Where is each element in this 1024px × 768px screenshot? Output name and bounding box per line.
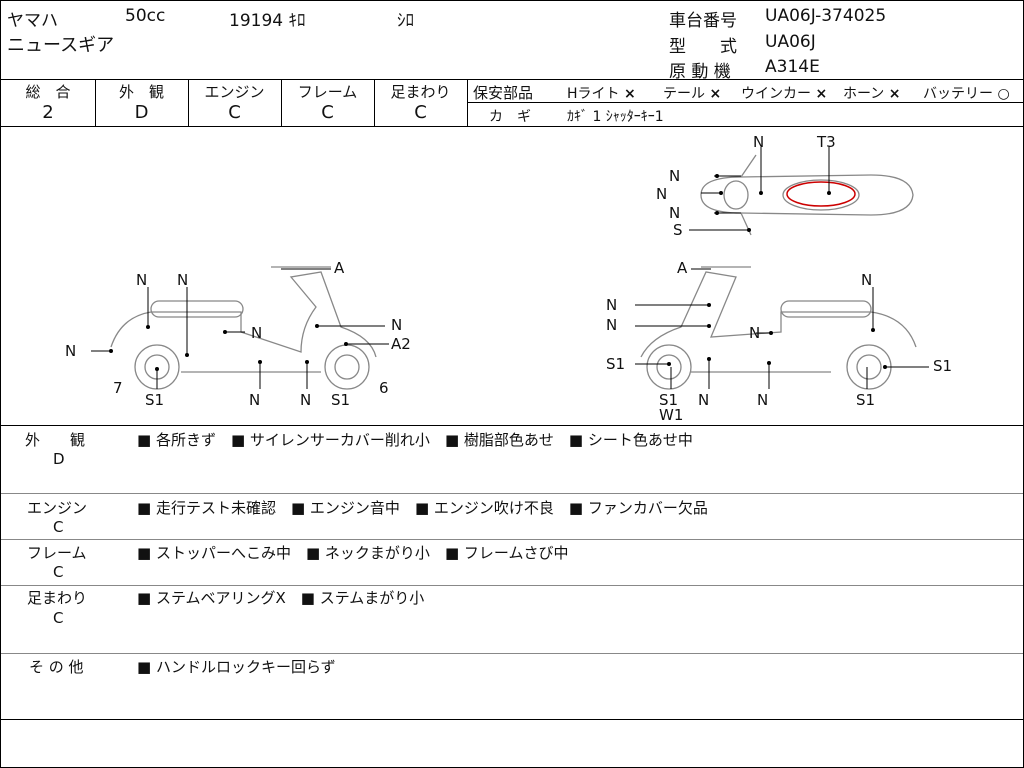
label-w1: W1 [659, 406, 683, 424]
label-s1: S1 [856, 391, 875, 409]
note-items: ■ 各所きず ■ サイレンサーカバー削れ小 ■ 樹脂部色あせ ■ シート色あせ中 [137, 431, 693, 449]
note-category: 外 観 [25, 431, 86, 449]
overall-label: 総 合 [25, 83, 71, 101]
label-6: 6 [379, 379, 389, 397]
displacement: 50cc [125, 6, 166, 26]
divider [1, 719, 1023, 720]
note-grade: C [53, 609, 64, 627]
divider [1, 493, 1023, 494]
suspension-grade: C [414, 102, 427, 123]
divider [188, 79, 189, 127]
suspension-grade-label: 足まわり [390, 83, 451, 101]
mileage: 19194 ｷﾛ [229, 11, 306, 31]
safety-item: テール × [663, 86, 722, 102]
label-n: N [656, 185, 667, 203]
divider [281, 79, 282, 127]
engine-grade-label: エンジン [204, 83, 265, 101]
label-n: N [753, 133, 764, 151]
label-s1: S1 [145, 391, 164, 409]
divider [1, 79, 1023, 80]
type-label: 型 式 [669, 37, 737, 57]
label-s: S [673, 221, 683, 239]
frame-no: UA06J-374025 [765, 6, 887, 26]
divider [95, 79, 96, 127]
type-value: UA06J [765, 32, 816, 52]
label-n: N [606, 296, 617, 314]
color: ｼﾛ [397, 11, 414, 31]
label-a: A [677, 259, 688, 277]
label-s1: S1 [933, 357, 952, 375]
label-s1: S1 [606, 355, 625, 373]
divider [1, 539, 1023, 540]
note-category: そ の 他 [29, 658, 84, 676]
note-items: ■ ストッパーへこみ中 ■ ネックまがり小 ■ フレームさび中 [137, 544, 569, 562]
label-s1: S1 [331, 391, 350, 409]
key-value: ｶｷﾞ 1 ｼｬｯﾀｰｷｰ1 [567, 109, 664, 125]
label-n: N [669, 204, 680, 222]
note-category: エンジン [27, 499, 88, 517]
divider [1, 585, 1023, 586]
label-n: N [65, 342, 76, 360]
label-n: N [177, 271, 188, 289]
key-label: カ ギ [489, 109, 531, 125]
label-a2: A2 [391, 335, 411, 353]
frame-grade-label: フレーム [297, 83, 358, 101]
label-n: N [861, 271, 872, 289]
note-category: 足まわり [27, 589, 88, 607]
note-grade: C [53, 518, 64, 536]
note-items: ■ 走行テスト未確認 ■ エンジン音中 ■ エンジン吹け不良 ■ ファンカバー欠… [137, 499, 708, 517]
exterior-label: 外 観 [118, 83, 164, 101]
frame-no-label: 車台番号 [669, 11, 737, 31]
label-n: N [251, 324, 262, 342]
engine-label: 原 動 機 [669, 62, 731, 82]
divider [467, 79, 468, 127]
label-n: N [669, 167, 680, 185]
overall-grade: 2 [42, 102, 54, 123]
label-n: N [749, 324, 760, 342]
model-name: ニュースギア [7, 35, 115, 56]
label-n: N [391, 316, 402, 334]
engine-grade: C [228, 102, 241, 123]
label-n: N [606, 316, 617, 334]
label-7: 7 [113, 379, 123, 397]
note-items: ■ ステムベアリングX ■ ステムまがり小 [137, 589, 425, 607]
divider [1, 126, 1023, 127]
label-n: N [698, 391, 709, 409]
label-n: N [757, 391, 768, 409]
damage-diagram: N N N S N T3 N N N N A N A2 7 S1 N N S1 … [65, 133, 952, 424]
exterior-grade: D [134, 102, 149, 123]
note-grade: D [53, 450, 65, 468]
engine-value: A314E [765, 57, 820, 77]
maker: ヤマハ [7, 11, 58, 31]
safety-item: ホーン × [843, 86, 901, 102]
label-n: N [300, 391, 311, 409]
safety-label: 保安部品 [473, 84, 534, 102]
divider [467, 102, 1023, 103]
label-t3: T3 [816, 133, 836, 151]
damage-mark [786, 181, 856, 207]
divider [1, 653, 1023, 654]
divider [1, 425, 1023, 426]
label-n: N [136, 271, 147, 289]
safety-item: ウインカー × [741, 86, 828, 102]
safety-item: Hライト × [567, 86, 636, 102]
label-n: N [249, 391, 260, 409]
note-grade: C [53, 563, 64, 581]
safety-item: バッテリー ○ [923, 86, 1010, 102]
note-category: フレーム [27, 544, 87, 562]
frame-grade: C [321, 102, 334, 123]
divider [374, 79, 375, 127]
label-s1: S1 [659, 391, 678, 409]
note-items: ■ ハンドルロックキー回らず [137, 658, 336, 676]
label-a: A [334, 259, 345, 277]
